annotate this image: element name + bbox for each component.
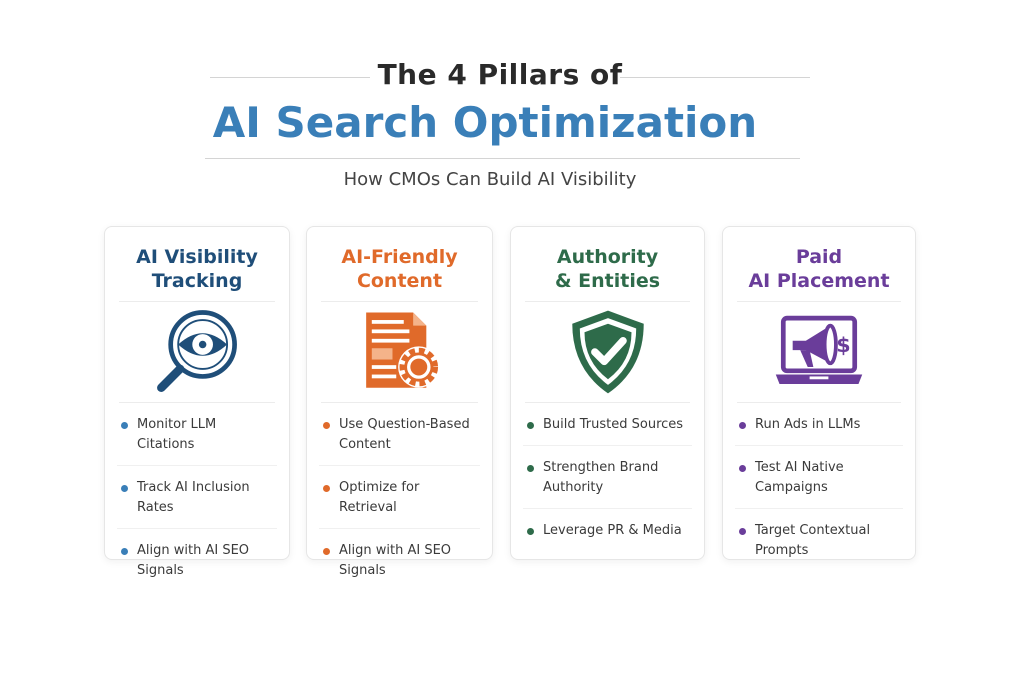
divider bbox=[321, 402, 478, 403]
list-item: Target Contextual Prompts bbox=[735, 509, 903, 571]
divider bbox=[210, 77, 370, 78]
list-item: Use Question-Based Content bbox=[319, 403, 480, 466]
divider bbox=[525, 301, 690, 302]
divider bbox=[525, 402, 690, 403]
bullet-icon bbox=[527, 528, 534, 535]
list-item: Align with AI SEO Signals bbox=[117, 529, 277, 591]
pretitle: The 4 Pillars of bbox=[377, 58, 623, 91]
divider bbox=[620, 77, 810, 78]
pillar-card: Authority& Entities Build Trusted Source… bbox=[510, 226, 705, 560]
list-item: Build Trusted Sources bbox=[523, 403, 692, 446]
list-item: Run Ads in LLMs bbox=[735, 403, 903, 446]
bullet-icon bbox=[323, 422, 330, 429]
svg-text:$: $ bbox=[836, 333, 850, 357]
title-line: & Entities bbox=[554, 270, 661, 292]
divider bbox=[737, 402, 901, 403]
title-line: AI Placement bbox=[748, 270, 890, 292]
bullet-icon bbox=[323, 548, 330, 555]
document-gear-icon bbox=[307, 302, 492, 402]
title-line: Content bbox=[356, 270, 443, 292]
divider bbox=[321, 301, 478, 302]
title-line: AI Visibility bbox=[136, 246, 258, 268]
bullet-icon bbox=[527, 465, 534, 472]
list-item: Monitor LLM Citations bbox=[117, 403, 277, 466]
divider bbox=[205, 158, 800, 159]
divider bbox=[737, 301, 901, 302]
list-item: Strengthen Brand Authority bbox=[523, 446, 692, 509]
bullet-icon bbox=[323, 485, 330, 492]
list-item: Optimize for Retrieval bbox=[319, 466, 480, 529]
list-item: Align with AI SEO Signals bbox=[319, 529, 480, 591]
pillar-title: Authority& Entities bbox=[511, 245, 704, 301]
bullet-icon bbox=[121, 548, 128, 555]
bullet-icon bbox=[121, 422, 128, 429]
item-label: Monitor LLM Citations bbox=[137, 417, 217, 452]
item-label: Align with AI SEO Signals bbox=[339, 543, 452, 578]
subtitle: How CMOs Can Build AI Visibility bbox=[343, 169, 637, 190]
bullet-icon bbox=[527, 422, 534, 429]
item-label: Leverage PR & Media bbox=[543, 523, 682, 538]
item-label: Test AI Native Campaigns bbox=[755, 460, 844, 495]
title-line: Tracking bbox=[151, 270, 243, 292]
title-line: AI-Friendly bbox=[341, 246, 458, 268]
title-line: Authority bbox=[556, 246, 659, 268]
title-line: Paid bbox=[795, 246, 843, 268]
item-label: Build Trusted Sources bbox=[543, 417, 684, 432]
laptop-megaphone-icon: $ bbox=[723, 302, 915, 402]
divider bbox=[119, 402, 275, 403]
item-label: Optimize for Retrieval bbox=[339, 480, 420, 515]
list-item: Test AI Native Campaigns bbox=[735, 446, 903, 509]
item-label: Target Contextual Prompts bbox=[755, 523, 871, 558]
list-item: Leverage PR & Media bbox=[523, 509, 692, 551]
page-title: AI Search Optimization bbox=[212, 98, 758, 147]
magnifier-eye-icon bbox=[105, 302, 289, 402]
shield-check-icon bbox=[511, 302, 704, 402]
item-label: Track AI Inclusion Rates bbox=[137, 480, 250, 515]
bullet-icon bbox=[739, 465, 746, 472]
item-label: Strengthen Brand Authority bbox=[543, 460, 659, 495]
list-item: Track AI Inclusion Rates bbox=[117, 466, 277, 529]
item-label: Use Question-Based Content bbox=[339, 417, 470, 452]
bullet-icon bbox=[121, 485, 128, 492]
item-label: Align with AI SEO Signals bbox=[137, 543, 250, 578]
bullet-icon bbox=[739, 422, 746, 429]
divider bbox=[119, 301, 275, 302]
item-label: Run Ads in LLMs bbox=[755, 417, 861, 432]
bullet-icon bbox=[739, 528, 746, 535]
